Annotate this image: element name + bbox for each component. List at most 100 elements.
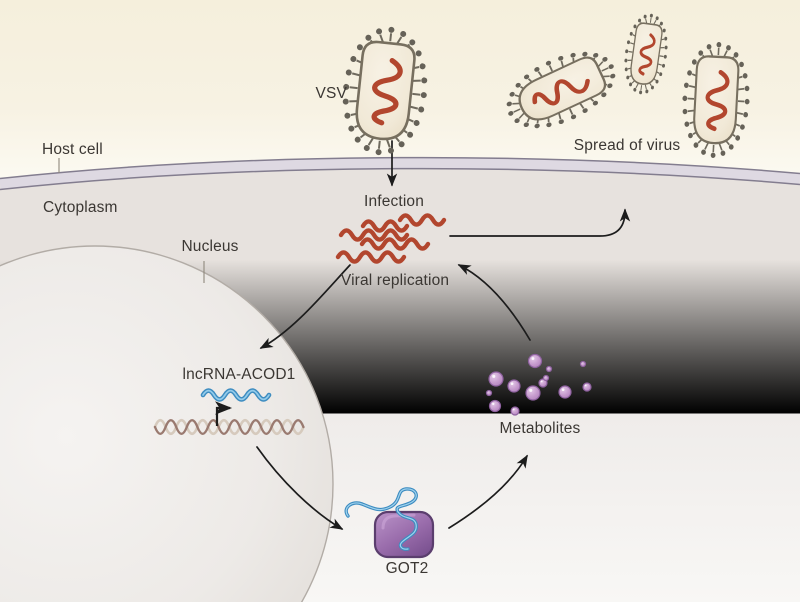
glycoprotein-spike-head	[421, 77, 428, 84]
glycoprotein-spike-head	[398, 141, 405, 148]
metabolite-dot	[485, 389, 493, 397]
metabolite	[488, 399, 502, 413]
glycoprotein-spike-head	[740, 124, 745, 130]
glycoprotein-spike	[659, 55, 664, 58]
metabolite-highlight	[529, 388, 533, 392]
glycoprotein-spike-head	[376, 28, 383, 35]
glycoprotein-spike	[737, 87, 745, 91]
glycoprotein-spike-head	[509, 91, 515, 97]
metabolite-dot	[488, 399, 502, 413]
glycoprotein-spike-head	[342, 98, 349, 105]
glycoprotein-spike-head	[664, 36, 668, 41]
glycoprotein-spike	[688, 84, 696, 89]
glycoprotein-spike-head	[633, 87, 637, 92]
glycoprotein-spike	[602, 75, 610, 78]
metabolite-highlight	[492, 402, 495, 406]
host-cell-label: Host cell	[42, 141, 103, 158]
glycoprotein-spike-head	[415, 50, 422, 57]
glycoprotein-spike-head	[419, 63, 426, 70]
cytoplasm-label: Cytoplasm	[43, 199, 118, 216]
released-virion-small	[624, 13, 668, 95]
glycoprotein-spike-head	[710, 152, 716, 158]
arrow-metabolites-to-replication	[457, 264, 531, 341]
metabolite	[527, 353, 543, 369]
glycoprotein-spike	[630, 42, 635, 45]
glycoprotein-spike-head	[684, 121, 690, 127]
dna-double-helix	[153, 418, 305, 436]
glycoprotein-spike-head	[626, 75, 630, 80]
lncrna-gene-locus	[153, 388, 305, 436]
glycoprotein-spike	[628, 50, 633, 53]
glycoprotein-spike	[537, 71, 543, 78]
glycoprotein-spike-head	[601, 92, 607, 98]
glycoprotein-spike-head	[687, 70, 692, 76]
arrow-replication-to-nucleus	[259, 264, 351, 349]
metabolite-dot	[579, 360, 587, 368]
glycoprotein-spike-head	[624, 58, 628, 63]
infection-label: Infection	[364, 193, 424, 210]
metabolite-highlight	[561, 388, 565, 392]
metabolite	[558, 385, 572, 399]
glycoprotein-spike-head	[350, 56, 357, 63]
glycoprotein-spike-head	[570, 114, 577, 120]
glycoprotein-spike	[351, 72, 361, 77]
glycoprotein-spike-head	[545, 60, 552, 66]
viral-rna-genome	[638, 33, 656, 76]
nucleus-label: Nucleus	[181, 238, 239, 255]
metabolite	[545, 365, 553, 373]
lncrna-bound-to-got2-core	[345, 488, 417, 550]
glycoprotein-spike	[412, 92, 421, 96]
glycoprotein-spike-head	[602, 56, 608, 62]
metabolite	[507, 379, 521, 393]
glycoprotein-spike-head	[739, 61, 744, 68]
glycoprotein-spike-head	[645, 89, 649, 94]
glycoprotein-spike-head	[682, 95, 688, 102]
virus-capsid	[355, 40, 416, 141]
virus-capsid	[518, 56, 607, 121]
glycoprotein-spike-head	[514, 118, 520, 124]
glycoprotein-spike-head	[375, 149, 382, 156]
got2-enzyme	[344, 487, 435, 559]
metabolite	[485, 389, 493, 397]
glycoprotein-spike-head	[664, 45, 668, 50]
glycoprotein-spike-head	[728, 144, 734, 150]
glycoprotein-spike	[736, 111, 744, 116]
glycoprotein-spike	[640, 85, 643, 91]
metabolite-highlight	[492, 374, 496, 378]
glycoprotein-spike-head	[348, 125, 355, 132]
metabolite-highlight	[540, 380, 543, 383]
glycoprotein-spike-head	[365, 34, 372, 41]
got2-body	[373, 510, 435, 559]
glycoprotein-spike-head	[407, 131, 414, 138]
glycoprotein-spike-head	[343, 83, 350, 90]
got2-highlight	[381, 513, 416, 530]
glycoprotein-spike-head	[659, 72, 663, 77]
viral-rna-strand	[397, 213, 447, 227]
glycoprotein-spike-head	[400, 30, 407, 37]
metabolite	[525, 385, 541, 401]
cell-membrane	[0, 156, 800, 191]
glycoprotein-spike-head	[638, 18, 642, 23]
glycoprotein-spike-head	[607, 83, 613, 89]
vsv-virion	[342, 26, 428, 156]
glycoprotein-spike-head	[742, 73, 748, 79]
glycoprotein-spike	[627, 59, 632, 62]
glycoprotein-spike	[396, 36, 403, 45]
released-virion-right	[682, 42, 750, 158]
metabolite-dot	[488, 371, 504, 387]
glycoprotein-spike	[379, 34, 384, 43]
glycoprotein-spike-head	[633, 24, 637, 29]
viral-rna-strand	[360, 219, 410, 233]
glycoprotein-spike-head	[523, 74, 530, 80]
glycoprotein-spike	[704, 142, 709, 150]
glycoprotein-spike	[349, 86, 358, 90]
dna-strand-dark	[153, 419, 305, 435]
metabolite	[579, 360, 587, 368]
viral-rna-genome	[371, 57, 403, 126]
glycoprotein-spike-head	[582, 51, 588, 57]
glycoprotein-spike-head	[655, 16, 659, 21]
viral-replication-label: Viral replication	[340, 272, 450, 289]
glycoprotein-spike-head	[649, 13, 653, 18]
